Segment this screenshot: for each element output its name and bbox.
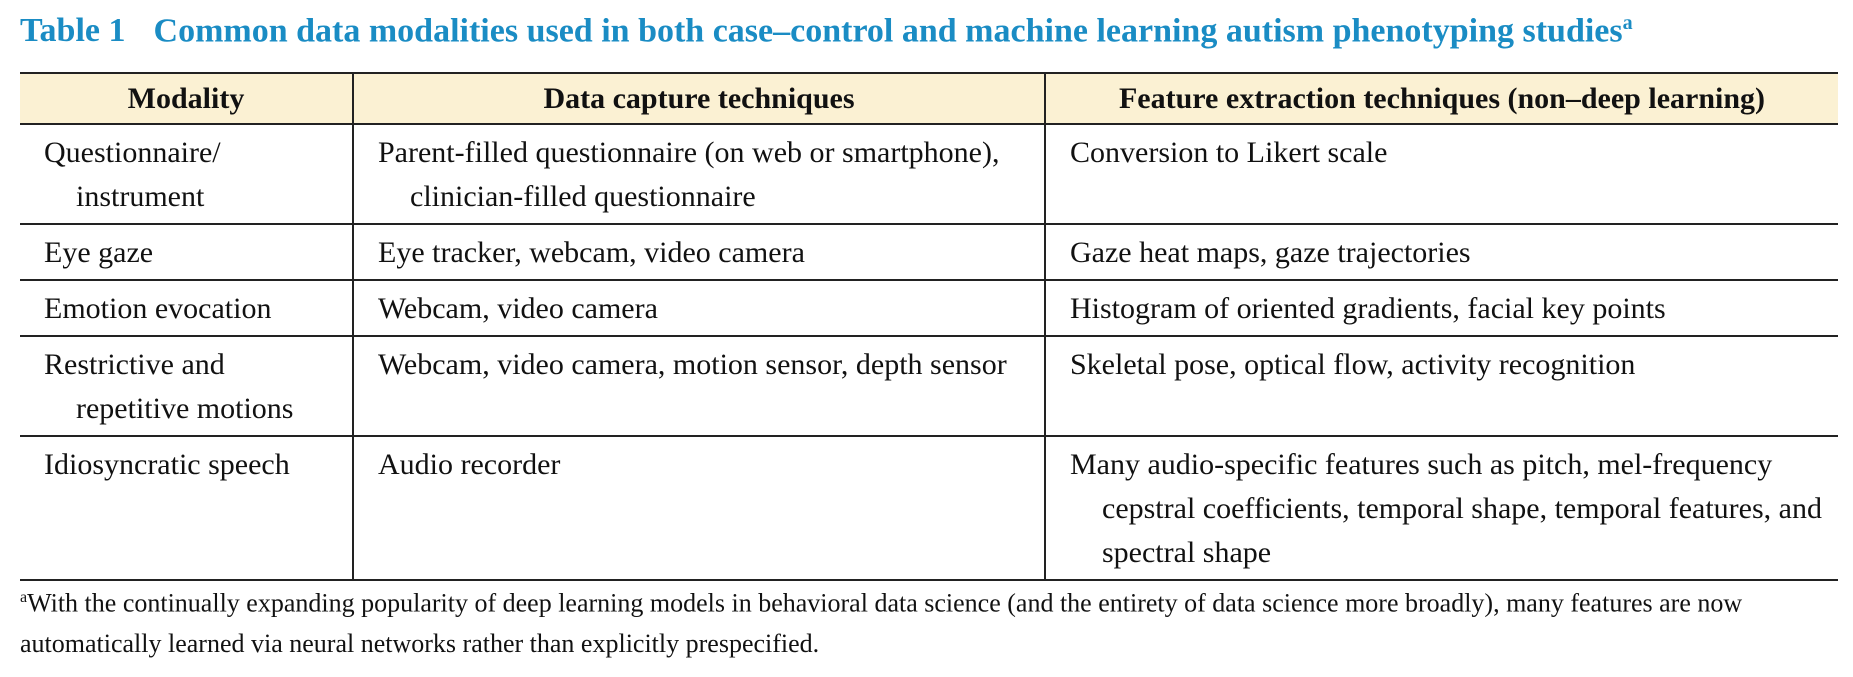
cell-data-capture: Webcam, video camera bbox=[352, 280, 1045, 337]
header-row: Modality Data capture techniques Feature… bbox=[20, 72, 1838, 125]
cell-modality: Restrictive and repetitive motions bbox=[20, 336, 353, 437]
cell-text: Restrictive and repetitive motions bbox=[44, 348, 294, 425]
cell-text: Questionnaire/ instrument bbox=[44, 136, 221, 213]
cell-modality: Questionnaire/ instrument bbox=[20, 124, 353, 225]
table-row: Restrictive and repetitive motions Webca… bbox=[20, 336, 1838, 437]
cell-feature-extraction: Histogram of oriented gradients, facial … bbox=[1044, 280, 1838, 337]
cell-text: Conversion to Likert scale bbox=[1070, 136, 1388, 169]
cell-feature-extraction: Skeletal pose, optical flow, activity re… bbox=[1044, 336, 1838, 437]
cell-feature-extraction: Many audio-specific features such as pit… bbox=[1044, 436, 1838, 581]
table-header: Modality Data capture techniques Feature… bbox=[20, 72, 1838, 125]
table-row: Questionnaire/ instrument Parent-filled … bbox=[20, 124, 1838, 225]
cell-feature-extraction: Conversion to Likert scale bbox=[1044, 124, 1838, 225]
cell-text: Gaze heat maps, gaze trajectories bbox=[1070, 236, 1471, 269]
cell-text: Many audio-specific features such as pit… bbox=[1070, 448, 1822, 569]
cell-data-capture: Webcam, video camera, motion sensor, dep… bbox=[352, 336, 1045, 437]
caption-footnote-mark: a bbox=[1622, 12, 1633, 34]
cell-text: Emotion evocation bbox=[44, 292, 272, 325]
table-title: Common data modalities used in both case… bbox=[153, 12, 1623, 50]
footnote-mark: a bbox=[20, 589, 28, 606]
cell-text: Skeletal pose, optical flow, activity re… bbox=[1070, 348, 1636, 381]
table-row: Idiosyncratic speech Audio recorder Many… bbox=[20, 436, 1838, 581]
cell-data-capture: Audio recorder bbox=[352, 436, 1045, 581]
table-caption: Table 1 Common data modalities used in bo… bbox=[20, 12, 1633, 50]
cell-text: Idiosyncratic speech bbox=[44, 448, 290, 481]
cell-text: Eye gaze bbox=[44, 236, 154, 269]
cell-text: Webcam, video camera, motion sensor, dep… bbox=[378, 348, 1007, 381]
cell-text: Webcam, video camera bbox=[378, 292, 658, 325]
cell-text: Histogram of oriented gradients, facial … bbox=[1070, 292, 1666, 325]
cell-data-capture: Eye tracker, webcam, video camera bbox=[352, 224, 1045, 281]
footnote-text: With the continually expanding popularit… bbox=[20, 588, 1743, 658]
cell-text: Parent-filled questionnaire (on web or s… bbox=[378, 136, 1000, 213]
table-label: Table 1 bbox=[20, 12, 126, 50]
cell-modality: Idiosyncratic speech bbox=[20, 436, 353, 581]
cell-feature-extraction: Gaze heat maps, gaze trajectories bbox=[1044, 224, 1838, 281]
table-footnote: aWith the continually expanding populari… bbox=[20, 578, 1810, 664]
cell-modality: Emotion evocation bbox=[20, 280, 353, 337]
cell-data-capture: Parent-filled questionnaire (on web or s… bbox=[352, 124, 1045, 225]
header-modality: Modality bbox=[20, 72, 353, 125]
table-row: Emotion evocation Webcam, video camera H… bbox=[20, 280, 1838, 337]
header-data-capture: Data capture techniques bbox=[352, 72, 1045, 125]
table-body: Questionnaire/ instrument Parent-filled … bbox=[20, 124, 1838, 581]
header-feature-extraction: Feature extraction techniques (non–deep … bbox=[1044, 72, 1838, 125]
cell-modality: Eye gaze bbox=[20, 224, 353, 281]
cell-text: Eye tracker, webcam, video camera bbox=[378, 236, 805, 269]
cell-text: Audio recorder bbox=[378, 448, 561, 481]
table-row: Eye gaze Eye tracker, webcam, video came… bbox=[20, 224, 1838, 281]
modalities-table: Modality Data capture techniques Feature… bbox=[20, 72, 1838, 581]
